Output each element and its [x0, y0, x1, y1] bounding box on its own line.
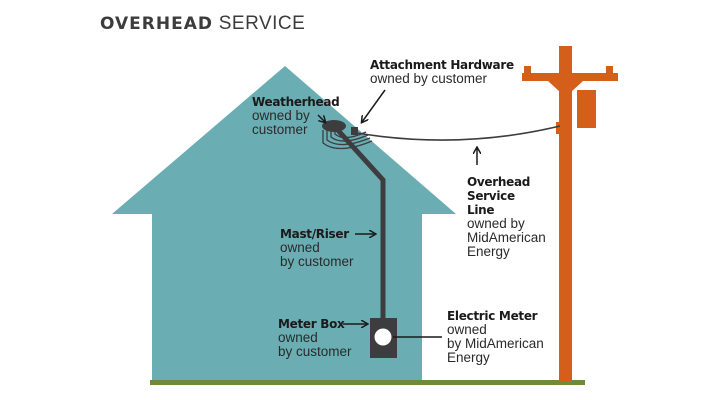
electric-meter-owner-1: owned	[447, 322, 487, 337]
electric-meter-label: Electric Meter owned by MidAmerican Ener…	[447, 309, 544, 365]
service-line-heading-1: Overhead	[467, 175, 531, 189]
mast-riser	[333, 125, 386, 320]
meter-box-label: Meter Box owned by customer	[278, 317, 352, 359]
title-light: SERVICE	[218, 13, 306, 34]
weatherhead	[322, 120, 346, 132]
electric-meter	[374, 328, 392, 346]
attachment-hardware-arrow	[362, 89, 386, 122]
overhead-service-line	[356, 125, 561, 141]
meter-box-owner-2: by customer	[278, 344, 352, 359]
weatherhead-label: Weatherhead owned by customer	[252, 95, 340, 137]
attachment-hardware-owner: owned by customer	[370, 71, 488, 86]
house-shape	[112, 66, 456, 382]
diagram-title: OVERHEAD SERVICE	[100, 13, 305, 35]
pole-transformer	[577, 90, 596, 128]
meter-box-heading: Meter Box	[278, 317, 345, 331]
drip-loop-wires	[322, 130, 373, 150]
service-line-heading-3: Line	[467, 203, 495, 217]
overhead-service-line-label: Overhead Service Line owned by MidAmeric…	[467, 175, 546, 259]
title-bold: OVERHEAD	[100, 14, 213, 34]
attachment-hardware-label: Attachment Hardware owned by customer	[370, 58, 514, 86]
meter-box-owner-1: owned	[278, 330, 318, 345]
service-line-owner-3: Energy	[467, 244, 510, 259]
ground-line	[150, 380, 585, 385]
attachment-hardware-heading: Attachment Hardware	[370, 58, 514, 72]
weatherhead-arrow	[317, 114, 325, 122]
utility-pole	[522, 46, 618, 382]
electric-meter-owner-3: Energy	[447, 350, 490, 365]
mast-riser-owner-1: owned	[280, 240, 320, 255]
mast-riser-label: Mast/Riser owned by customer	[280, 227, 354, 269]
weatherhead-owner-1: owned by	[252, 108, 310, 123]
electric-meter-owner-2: by MidAmerican	[447, 336, 544, 351]
electric-meter-heading: Electric Meter	[447, 309, 538, 323]
weatherhead-heading: Weatherhead	[252, 95, 340, 109]
attachment-hardware	[351, 127, 358, 135]
service-line-owner-1: owned by	[467, 216, 525, 231]
service-line-heading-2: Service	[467, 189, 515, 203]
mast-riser-heading: Mast/Riser	[280, 227, 349, 241]
mast-riser-owner-2: by customer	[280, 254, 354, 269]
weatherhead-owner-2: customer	[252, 122, 308, 137]
service-line-owner-2: MidAmerican	[467, 230, 546, 245]
